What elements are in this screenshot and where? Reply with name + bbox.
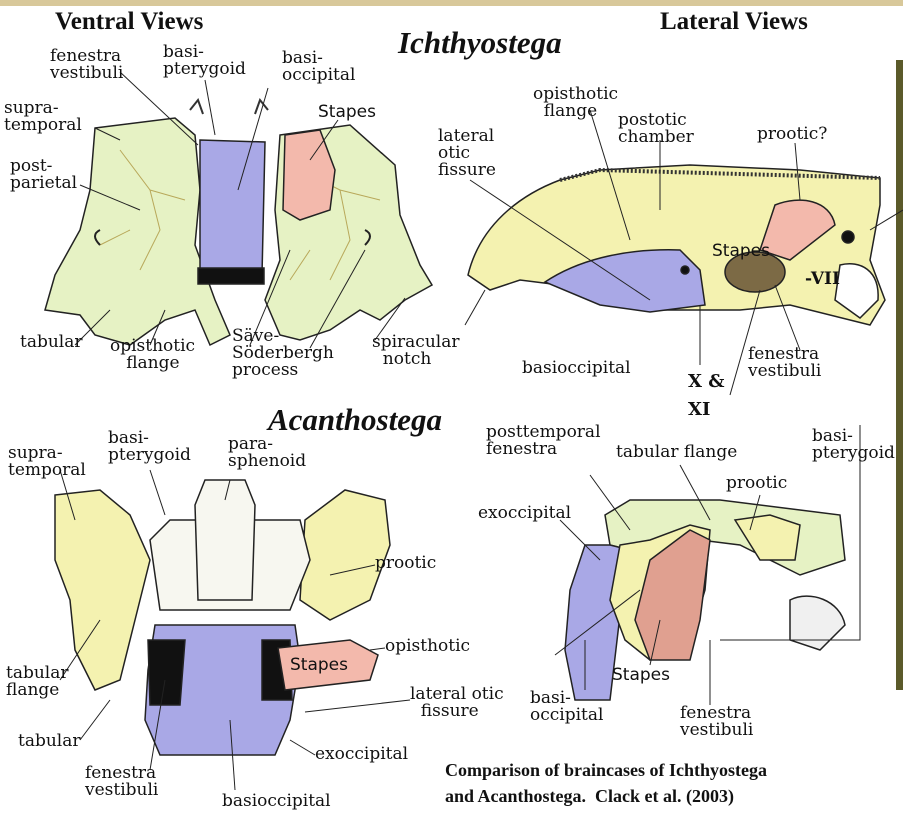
label-fenestra-vestibuli-lateral: fenestra vestibuli [748,346,821,380]
label-fenestra-vestibuli: fenestra vestibuli [50,48,123,82]
acanthostega-ventral-drawing [55,480,390,755]
label-prootic-question: prootic? [757,126,827,143]
lateral-views-header: Lateral Views [660,8,808,36]
label-basioccipital-lateral: basioccipital [522,360,631,377]
label-stapes-lateral: Stapes [712,243,770,260]
label-basipterygoid-aca: basi- pterygoid [108,430,191,464]
label-basipterygoid-lateral: basi- pterygoid [812,428,895,462]
label-lateral-otic-fissure: lateral otic fissure [438,128,496,179]
right-edge-strip [896,60,903,690]
label-tabular-aca: tabular [18,733,81,750]
label-cranial-nerves-x-xi: X & XI [688,368,724,424]
label-exoccipital-aca: exoccipital [315,746,408,763]
label-parasphenoid: para- sphenoid [228,436,306,470]
label-postotic-chamber: postotic chamber [618,112,694,146]
label-prootic-aca: prootic [375,555,436,572]
label-basioccipital: basi- occipital [282,50,355,84]
label-fenestra-vestibuli-aca: fenestra vestibuli [85,765,158,799]
label-tabular-flange-aca: tabular flange [6,665,69,699]
label-opisthotic-flange-lateral: opisthotic flange [533,86,618,120]
top-border-strip [0,0,903,6]
ichthyostega-ventral-drawing [45,100,432,345]
label-postparietal: post- parietal [10,158,77,192]
ichthyostega-title: Ichthyostega [398,25,562,61]
label-posttemporal-fenestra: posttemporal fenestra [486,424,601,458]
label-basipterygoid: basi- pterygoid [163,44,246,78]
label-basioccipital-aca-lateral: basi- occipital [530,690,603,724]
ichthyostega-lateral-drawing [468,165,885,325]
label-cranial-nerve-vii: -VII [805,271,840,288]
label-stapes-aca: Stapes [290,657,348,674]
label-exoccipital-lateral: exoccipital [478,505,571,522]
label-basioccipital-aca: basioccipital [222,793,331,810]
label-opisthotic-aca: opisthotic [385,638,470,655]
label-tabular-flange-lateral: tabular flange [616,444,737,461]
acanthostega-title: Acanthostega [268,402,442,438]
label-lateral-otic-fissure-aca: lateral otic fissure [410,686,504,720]
label-stapes-aca-lateral: Stapes [612,667,670,684]
ventral-views-header: Ventral Views [55,8,203,36]
acanthostega-lateral-drawing [565,500,845,700]
label-stapes: Stapes [318,104,376,121]
label-spiracular-notch: spiracular notch [372,334,459,368]
label-save-soderbergh-process: Säve- Söderbergh process [232,328,334,379]
label-prootic-lateral: prootic [726,475,787,492]
label-opisthotic-flange: opisthotic flange [110,338,195,372]
figure-caption: Comparison of braincases of Ichthyostega… [445,757,767,809]
label-supratemporal-aca: supra- temporal [8,445,86,479]
label-supratemporal: supra- temporal [4,100,82,134]
label-fenestra-vestibuli-aca-lateral: fenestra vestibuli [680,705,753,739]
label-tabular: tabular [20,334,83,351]
